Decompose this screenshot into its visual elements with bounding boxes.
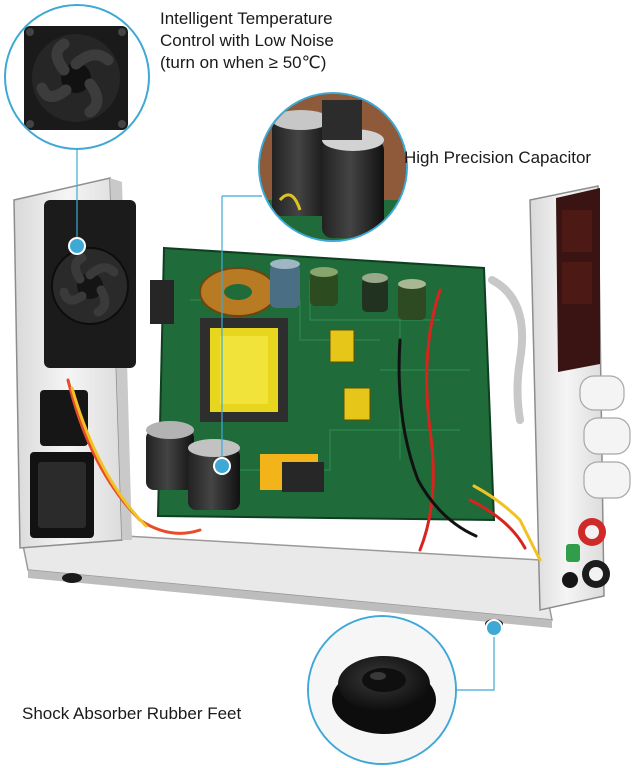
chassis <box>13 177 631 629</box>
fan-callout-line-1: Intelligent Temperature <box>160 9 333 28</box>
fan-callout-line-3: (turn on when ≥ 50℃) <box>160 53 327 72</box>
callout-dots <box>68 237 503 637</box>
fan-callout-line-2: Control with Low Noise <box>160 31 334 50</box>
fan-callout-text: Intelligent Temperature Control with Low… <box>160 8 420 74</box>
capacitor-callout-text: High Precision Capacitor <box>404 148 592 167</box>
capacitor-icon <box>258 92 408 242</box>
feet-callout-text: Shock Absorber Rubber Feet <box>22 704 242 723</box>
callout-lines <box>76 148 495 691</box>
bulk-capacitors <box>146 421 240 510</box>
circuit-board <box>146 246 496 522</box>
cooling-fan-icon <box>4 4 150 150</box>
wiring <box>66 276 542 562</box>
rubber-foot-icon <box>307 615 457 765</box>
